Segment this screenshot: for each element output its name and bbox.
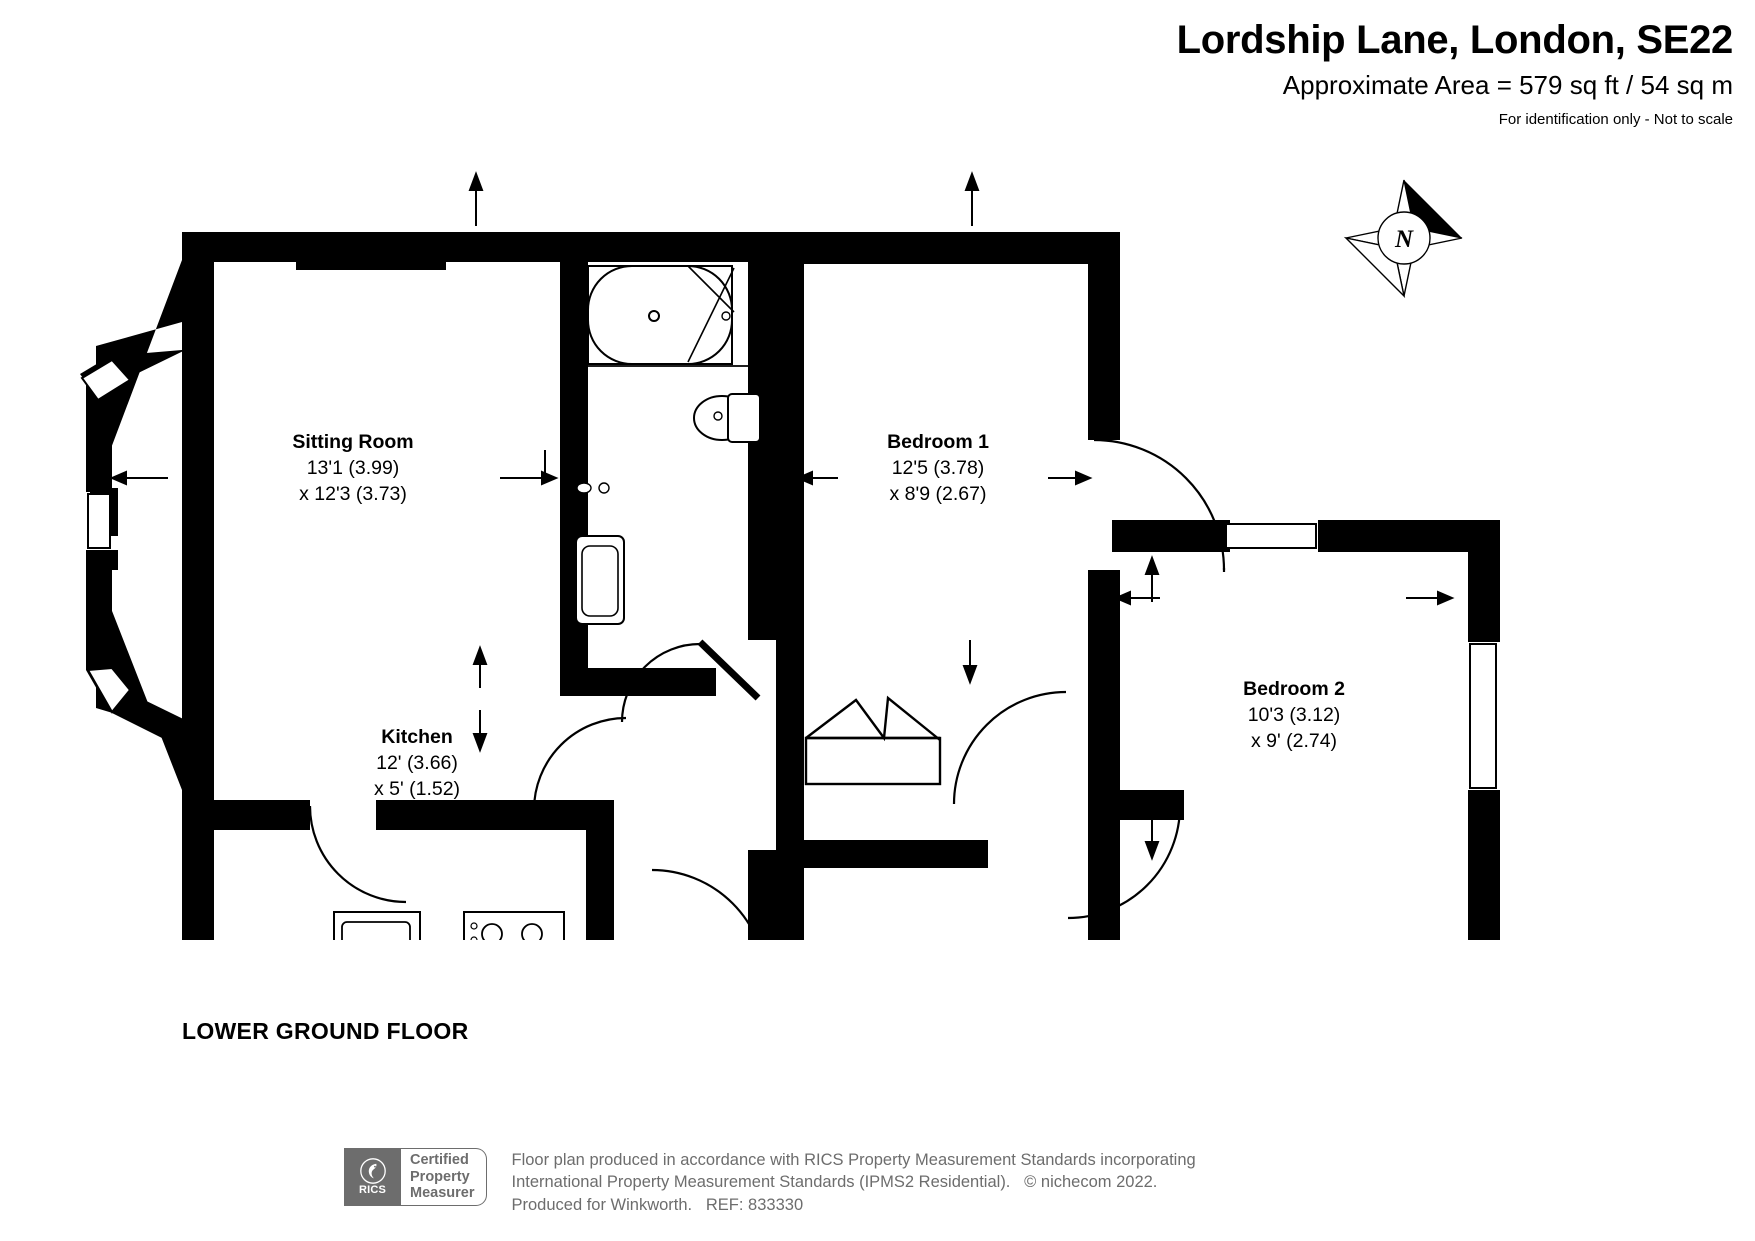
kitchen-fixtures [333,911,565,940]
windows [80,358,1497,789]
floor-label: LOWER GROUND FLOOR [182,1018,469,1044]
bathroom-fixtures [575,265,761,625]
rics-certified-badge: RICS Certified Property Measurer [344,1148,488,1206]
room-label-bedroom-2: Bedroom 2 [1243,678,1345,700]
door-swings [308,438,1226,940]
room-dim2-bedroom-2: x 9' (2.74) [1251,730,1337,752]
badge-line-1: Certified [410,1151,469,1168]
washbasin-icon [575,535,625,625]
room-dim1-bedroom-1: 12'5 (3.78) [892,457,985,479]
room-labels: Sitting Room 13'1 (3.99) x 12'3 (3.73) K… [292,431,1345,800]
page-header: Lordship Lane, London, SE22 Approximate … [0,0,1755,130]
lion-icon [359,1158,386,1184]
footer-line-2: International Property Measurement Stand… [511,1173,1158,1192]
footer-line-1: Floor plan produced in accordance with R… [511,1151,1196,1169]
certified-property-measurer-box: Certified Property Measurer [401,1148,488,1206]
badge-line-2: Property [410,1168,470,1185]
room-dim2-kitchen: x 5' (1.52) [374,778,460,800]
wall-outline [80,232,1500,940]
kitchen-sink-icon [333,911,421,940]
floor-plan: Sitting Room 13'1 (3.99) x 12'3 (3.73) K… [0,150,1755,940]
approximate-area: Approximate Area = 579 sq ft / 54 sq m [1282,70,1733,100]
page-footer: RICS Certified Property Measurer Floor p… [344,1148,1196,1216]
footer-line-3: Produced for Winkworth. REF: 833330 [511,1195,804,1214]
room-label-sitting-room: Sitting Room [292,431,413,453]
scale-disclaimer: For identification only - Not to scale [1498,111,1733,129]
bedroom1-fixtures [804,695,942,786]
dimension-arrows [109,171,1455,861]
room-dim2-sitting-room: x 12'3 (3.73) [299,483,407,505]
room-dim1-sitting-room: 13'1 (3.99) [307,457,400,479]
badge-line-3: Measurer [410,1185,475,1202]
door-leaves [697,639,761,701]
room-dim1-kitchen: 12' (3.66) [376,752,458,774]
toilet-icon [693,393,761,443]
rics-logo: RICS [344,1148,401,1206]
room-dim1-bedroom-2: 10'3 (3.12) [1248,704,1341,726]
compass-north-label: N [1394,226,1414,253]
room-dim2-bedroom-1: x 8'9 (2.67) [890,483,987,505]
room-label-bedroom-1: Bedroom 1 [887,431,989,453]
compass-rose: N [1343,179,1463,299]
page-title: Lordship Lane, London, SE22 [1176,18,1734,62]
rics-wordmark: RICS [358,1184,387,1196]
room-label-kitchen: Kitchen [381,726,453,748]
footer-disclaimer: Floor plan produced in accordance with R… [511,1148,1195,1216]
hob-icon [463,911,565,940]
